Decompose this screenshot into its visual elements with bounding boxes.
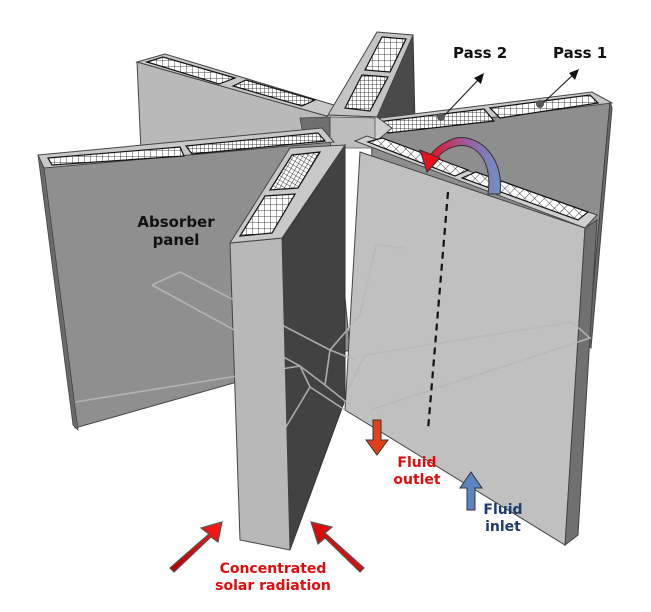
absorber-panel-north: [327, 31, 416, 126]
concentrated-solar-radiation-label: Concentrated solar radiation: [203, 561, 343, 595]
channel-mesh: [144, 56, 237, 85]
absorber-panel-front: [229, 143, 346, 551]
fluid-outlet-label-line1: Fluid: [397, 455, 437, 471]
channel-mesh: [231, 79, 317, 107]
hidden-edges: [74, 244, 592, 521]
pass-1-label: Pass 1: [553, 44, 608, 62]
radiation-arrow-left: [169, 521, 223, 573]
pass-2-label: Pass 2: [453, 44, 508, 62]
radiation-label-line1: Concentrated: [219, 561, 327, 577]
fluid-inlet-arrow: [459, 471, 483, 511]
fluid-outlet-arrow: [365, 419, 389, 456]
absorber-panel-label: Absorber panel: [136, 213, 216, 249]
fluid-inlet-label: Fluid inlet: [478, 502, 528, 536]
radiation-arrow-right: [310, 521, 365, 573]
flow-reversal-arrow: [419, 136, 501, 195]
pass-1-channel: [488, 94, 600, 119]
absorber-panel-front-right: [344, 135, 598, 547]
channel-mesh: [364, 36, 407, 73]
fluid-outlet-label-line2: outlet: [393, 471, 441, 488]
pass-2-leader-arrow: [437, 73, 484, 121]
pass-1-leader-arrow: [536, 69, 579, 108]
channel-mesh: [184, 132, 327, 155]
fluid-outlet-label: Fluid outlet: [387, 455, 447, 489]
channel-mesh: [47, 146, 185, 166]
fluid-inlet-label-line2: inlet: [485, 518, 521, 535]
channel-mesh: [268, 151, 322, 191]
absorber-panel-label-line2: panel: [152, 231, 200, 249]
radiation-label-line2: solar radiation: [215, 577, 331, 594]
channel-mesh: [238, 193, 297, 237]
channel-mesh: [344, 74, 389, 112]
fluid-inlet-label-line1: Fluid: [483, 502, 523, 518]
absorber-panel-label-line1: Absorber: [137, 213, 215, 231]
panel-divider-dashed-line: [426, 191, 450, 431]
